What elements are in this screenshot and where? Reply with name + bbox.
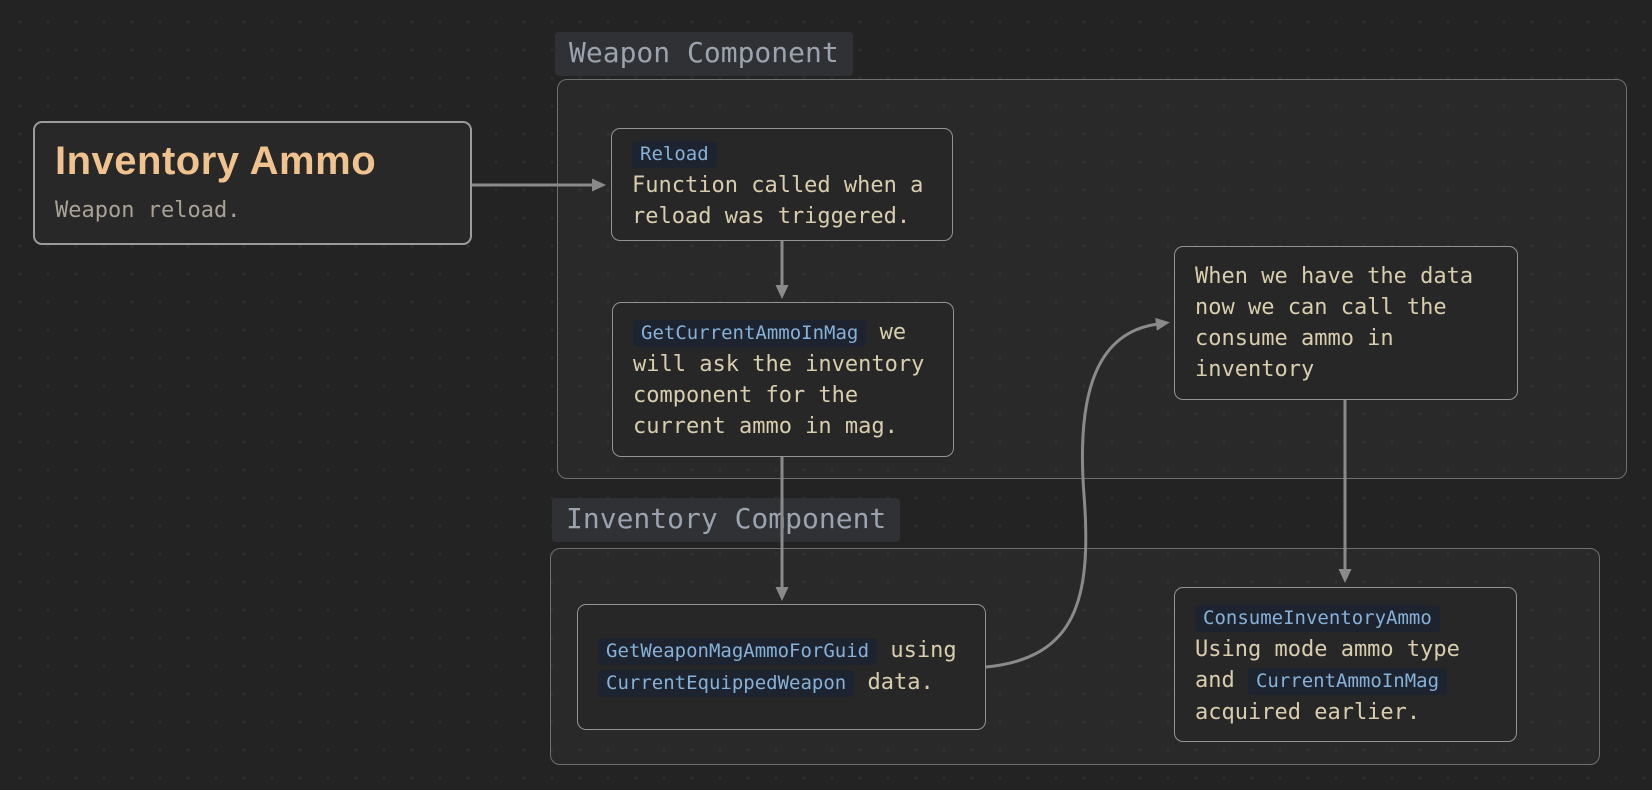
card-subtitle: Weapon reload. bbox=[55, 198, 241, 223]
node-text: Using mode ammo type and bbox=[1195, 636, 1460, 693]
node-text: we will ask the inventory component for … bbox=[633, 320, 925, 439]
node-get-weapon-mag-ammo-for-guid[interactable]: GetWeaponMagAmmoForGuid using CurrentEqu… bbox=[577, 604, 986, 730]
code-chip: GetCurrentAmmoInMag bbox=[633, 320, 867, 347]
code-chip: CurrentEquippedWeapon bbox=[598, 670, 855, 697]
group-label-weapon-component[interactable]: Weapon Component bbox=[555, 32, 853, 76]
node-text: data. bbox=[854, 670, 934, 695]
node-when-we-have-data-content: When we have the data now we can call th… bbox=[1195, 261, 1497, 385]
node-text: acquired earlier. bbox=[1195, 699, 1421, 725]
node-text: When we have the data now we can call th… bbox=[1195, 264, 1474, 382]
node-get-current-ammo-in-mag[interactable]: GetCurrentAmmoInMag we will ask the inve… bbox=[612, 302, 954, 457]
card-title: Inventory Ammo bbox=[55, 139, 377, 183]
node-text: using bbox=[877, 638, 957, 663]
code-chip: CurrentAmmoInMag bbox=[1247, 667, 1448, 695]
code-chip: ConsumeInventoryAmmo bbox=[1195, 604, 1440, 632]
group-label-inventory-component[interactable]: Inventory Component bbox=[552, 498, 901, 542]
node-text: Function called when a reload was trigge… bbox=[632, 172, 924, 229]
node-get-weapon-mag-content: GetWeaponMagAmmoForGuid using CurrentEqu… bbox=[598, 635, 965, 699]
code-chip: Reload bbox=[632, 140, 717, 168]
card-inventory-ammo[interactable]: Inventory Ammo Weapon reload. bbox=[33, 121, 472, 245]
node-when-we-have-data[interactable]: When we have the data now we can call th… bbox=[1174, 246, 1518, 400]
code-chip: GetWeaponMagAmmoForGuid bbox=[598, 638, 878, 665]
node-get-current-ammo-content: GetCurrentAmmoInMag we will ask the inve… bbox=[633, 317, 933, 442]
